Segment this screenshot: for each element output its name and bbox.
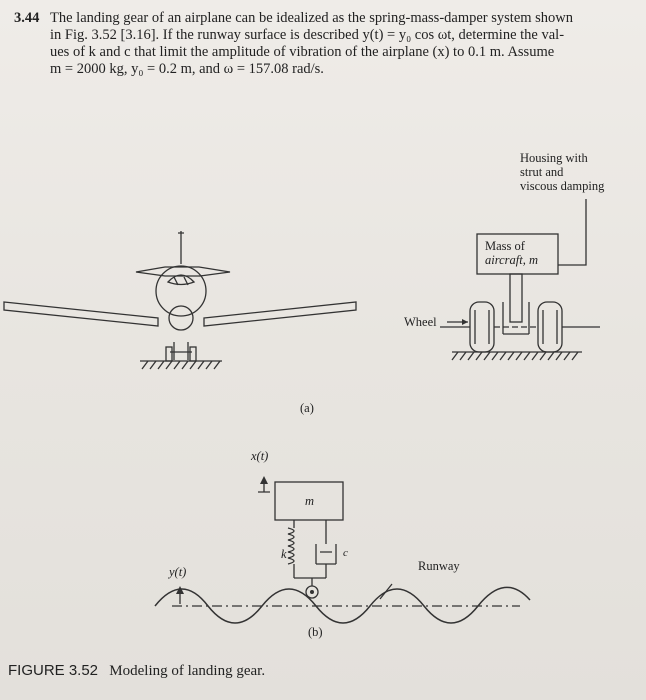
subcaption-a: (a)	[300, 401, 314, 415]
problem-line-2: in Fig. 3.52 [3.16]. If the runway surfa…	[50, 27, 565, 43]
spring-k-label: k	[281, 547, 287, 561]
damper-c-label: c	[343, 547, 348, 559]
mass-m-label: m	[305, 494, 315, 508]
runway-label: Runway	[418, 559, 460, 573]
figure-number: FIGURE 3.52	[8, 662, 99, 679]
y-of-t-label: y(t)	[169, 565, 187, 579]
wheel-label: Wheel	[404, 315, 437, 329]
problem-line-3: ues of k and c that limit the amplitude …	[50, 44, 555, 60]
figure-a-drawing	[3, 199, 600, 370]
problem-number: 3.44	[14, 10, 40, 26]
housing-label: Housing with strut and viscous damping	[520, 151, 605, 193]
figure-caption-text: Modeling of landing gear.	[109, 663, 266, 679]
x-of-t-label: x(t)	[251, 449, 269, 463]
figure-caption: FIGURE 3.52 Modeling of landing gear.	[8, 662, 265, 680]
problem-line-4: m = 2000 kg, y₀ = 0.2 m, and ω = 157.08 …	[50, 61, 324, 77]
mass-of-aircraft-label: Mass of aircraft, m	[485, 239, 539, 267]
figure-b-drawing	[154, 476, 531, 624]
subcaption-b: (b)	[308, 625, 323, 639]
